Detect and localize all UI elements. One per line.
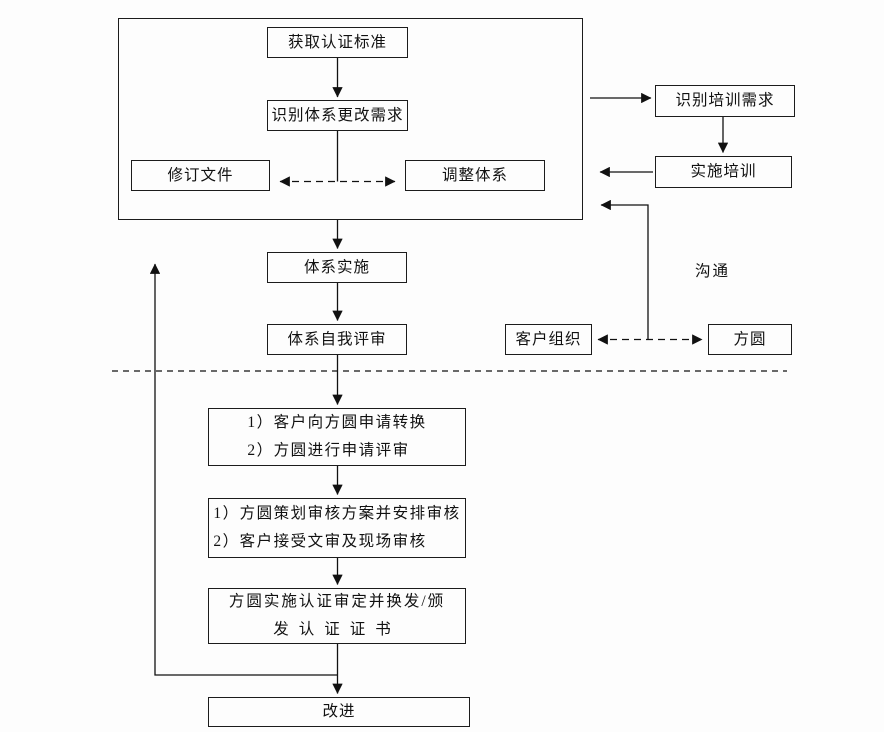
node-certification-decision-text: 方圆实施认证审定并换发/颁发认证证书 [229, 588, 445, 644]
apply-conversion-line2: 2）方圆进行申请评审 [247, 442, 410, 459]
node-adjust-system-label: 调整体系 [441, 166, 508, 184]
node-system-self-review: 体系自我评审 [267, 324, 407, 355]
node-system-implementation-label: 体系实施 [303, 258, 370, 276]
node-customer-organization-label: 客户组织 [515, 330, 582, 348]
apply-conversion-line1: 1）客户向方圆申请转换 [247, 414, 427, 431]
node-improvement: 改进 [208, 697, 470, 727]
node-identify-training-needs-label: 识别培训需求 [675, 92, 775, 110]
audit-arrangement-line1: 1）方圆策划审核方案并安排审核 [213, 505, 461, 522]
node-identify-change-needs-label: 识别体系更改需求 [271, 106, 404, 124]
node-identify-training-needs: 识别培训需求 [655, 85, 795, 117]
audit-arrangement-line2: 2）客户接受文审及现场审核 [213, 533, 427, 550]
node-certification-decision: 方圆实施认证审定并换发/颁发认证证书 [208, 588, 466, 644]
communication-label: 沟通 [695, 259, 730, 281]
node-improvement-label: 改进 [322, 703, 356, 721]
node-adjust-system: 调整体系 [405, 160, 545, 191]
node-revise-documents: 修订文件 [131, 160, 270, 191]
certification-decision-line2: 发认证证书 [273, 621, 401, 638]
certification-decision-line1: 方圆实施认证审定并换发/颁 [228, 593, 446, 610]
node-audit-arrangement-text: 1）方圆策划审核方案并安排审核 2）客户接受文审及现场审核 [213, 500, 460, 556]
node-fangyuan: 方圆 [708, 324, 792, 355]
node-implement-training: 实施培训 [655, 156, 792, 188]
node-identify-change-needs: 识别体系更改需求 [267, 100, 408, 131]
node-system-implementation: 体系实施 [267, 252, 407, 283]
maintenance-stage-frame [118, 18, 583, 220]
node-get-standard-label: 获取认证标准 [287, 33, 387, 51]
node-apply-conversion: 1）客户向方圆申请转换 2）方圆进行申请评审 [208, 408, 466, 466]
node-fangyuan-label: 方圆 [733, 330, 767, 348]
communication-connector [600, 199, 649, 339]
node-audit-arrangement: 1）方圆策划审核方案并安排审核 2）客户接受文审及现场审核 [208, 498, 466, 558]
node-revise-documents-label: 修订文件 [167, 166, 234, 184]
node-customer-organization: 客户组织 [505, 324, 592, 355]
feedback-loop-line [149, 263, 338, 676]
node-get-standard: 获取认证标准 [267, 27, 408, 58]
node-implement-training-label: 实施培训 [690, 163, 757, 181]
node-system-self-review-label: 体系自我评审 [287, 330, 387, 348]
communication-label-text: 沟通 [695, 263, 731, 280]
node-apply-conversion-text: 1）客户向方圆申请转换 2）方圆进行申请评审 [247, 409, 426, 465]
